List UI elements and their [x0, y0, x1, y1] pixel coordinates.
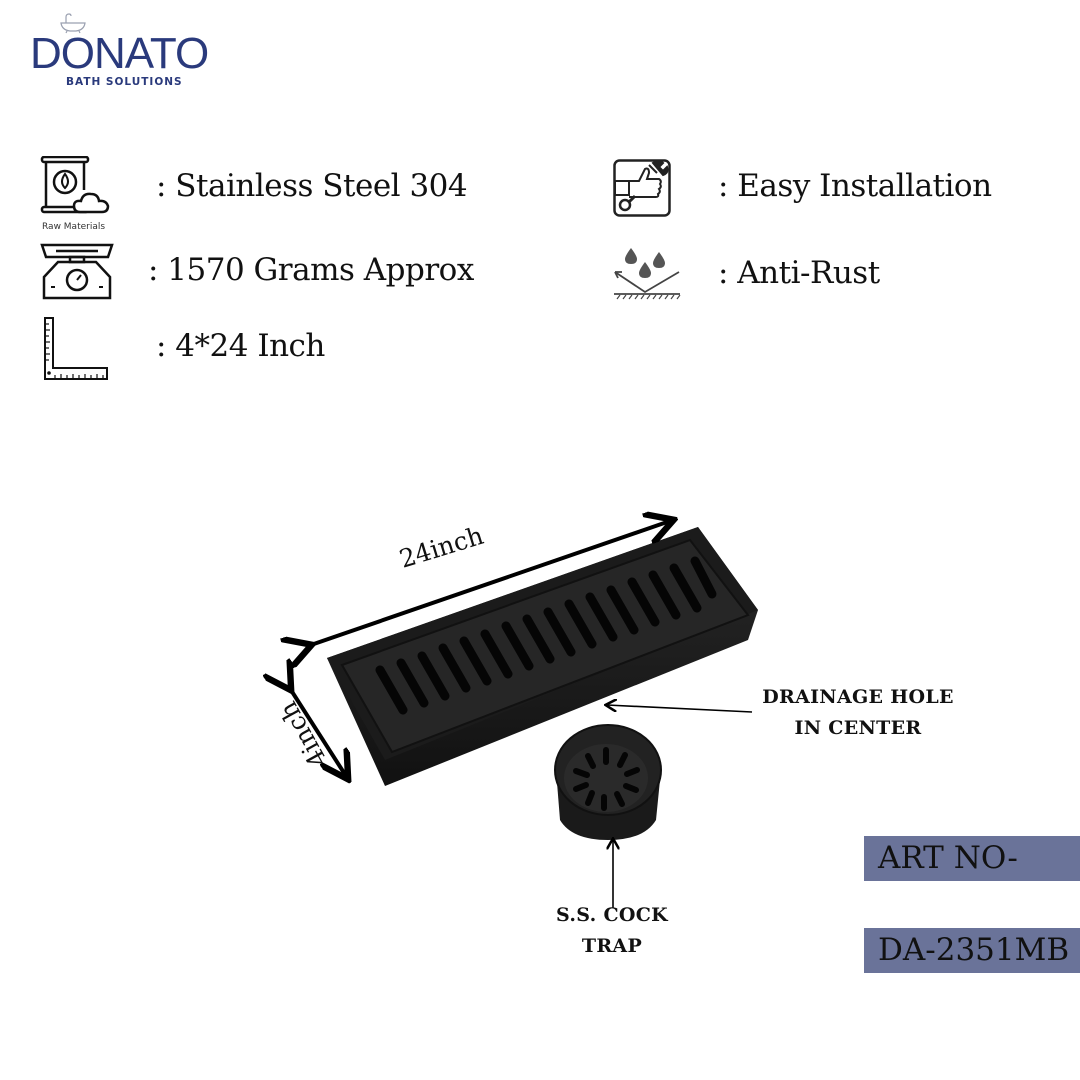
weighing-scale-icon [40, 243, 114, 300]
bathtub-icon [60, 13, 86, 34]
brand-tagline: BATH SOLUTIONS [66, 76, 183, 88]
article-number-label: ART NO- [864, 836, 1080, 881]
anti-rust-icon [614, 248, 681, 300]
brand-name: DONATO [30, 29, 209, 78]
raw-materials-icon [40, 156, 110, 214]
spec-material: : Stainless Steel 304 [156, 168, 468, 204]
brand-logo [30, 10, 210, 90]
trap-callout-line1: S.S. COCK [556, 904, 668, 926]
spec-size: : 4*24 Inch [156, 328, 325, 364]
spec-anti-rust: : Anti-Rust [718, 255, 880, 291]
easy-installation-icon [613, 159, 671, 217]
spec-installation: : Easy Installation [718, 168, 992, 204]
spec-weight: : 1570 Grams Approx [148, 252, 474, 288]
drainage-callout-line1: DRAINAGE HOLE [762, 686, 954, 708]
drainage-hole-callout: DRAINAGE HOLE IN CENTER [740, 682, 976, 744]
drainage-callout-line2: IN CENTER [794, 717, 922, 739]
cock-trap-callout: S.S. COCK TRAP [530, 900, 694, 962]
measuring-ruler-icon [44, 317, 108, 380]
article-number-value: DA-2351MB [864, 928, 1080, 973]
trap-callout-line2: TRAP [581, 935, 643, 957]
raw-materials-caption: Raw Materials [42, 222, 106, 232]
